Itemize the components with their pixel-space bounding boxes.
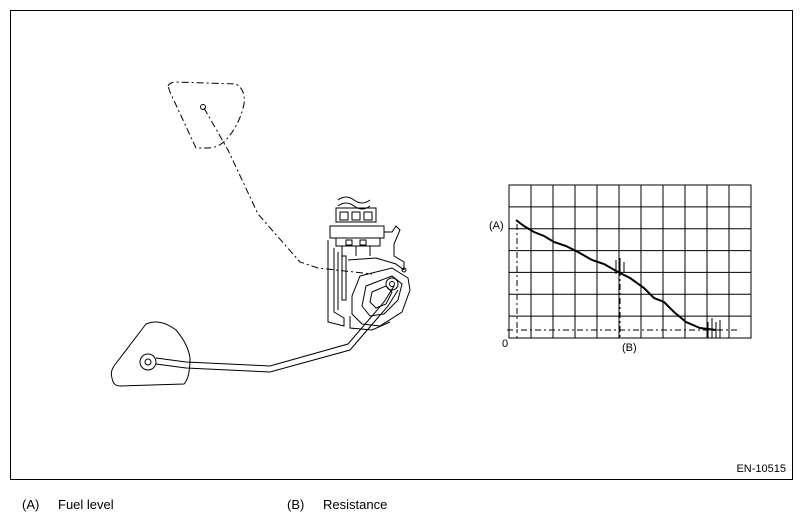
sender-unit (327, 196, 411, 331)
legend-item-b: (B) Resistance (287, 497, 387, 512)
legend-text-b: Resistance (323, 497, 388, 512)
graph-x-label: (B) (622, 342, 637, 354)
diagram-frame: EN-10515 (10, 10, 793, 480)
legend-key-b: (B) (287, 497, 305, 512)
float-arm (155, 285, 399, 373)
level-resistance-graph: (A) (B) 0 (489, 184, 752, 354)
figure-id: EN-10515 (736, 463, 786, 475)
legend-text-a: Fuel level (58, 497, 114, 512)
graph-reference-lines (507, 224, 738, 338)
legend-item-a: (A) Fuel level (22, 497, 114, 512)
legend-key-a: (A) (22, 497, 40, 512)
graph-origin-label: 0 (502, 338, 508, 350)
graph-y-label: (A) (489, 220, 504, 232)
graph-tick-marks (615, 258, 721, 338)
float-low-position (110, 321, 191, 387)
graph-border (508, 184, 752, 339)
resistance-curve (515, 219, 717, 331)
float-high-position (167, 81, 373, 275)
float-high-pivot (200, 104, 206, 110)
graph-grid (508, 184, 752, 339)
